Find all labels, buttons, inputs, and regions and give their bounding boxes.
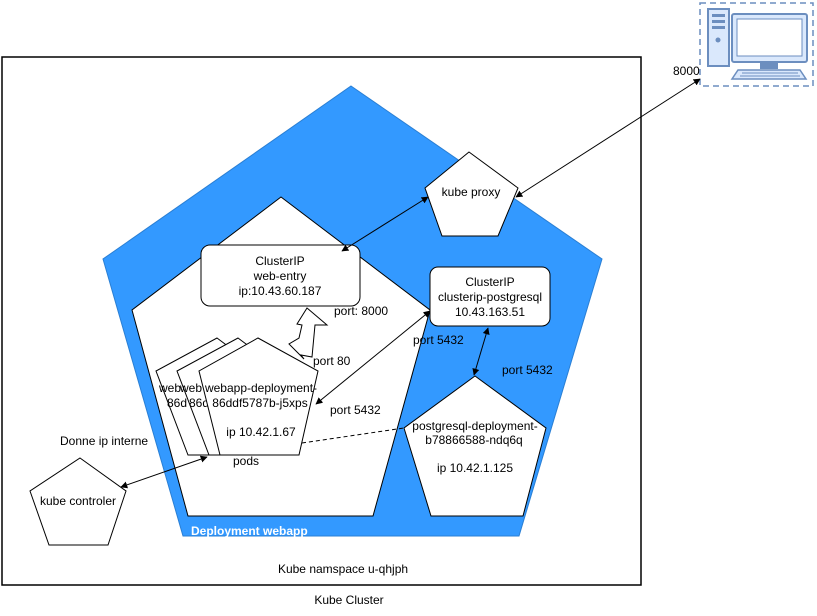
svc-web-line1: ClusterIP (255, 254, 304, 268)
pod-back2-line2: 86d (189, 396, 209, 410)
pod-back1-line2: 86d (167, 396, 187, 410)
deployment-label: Deployment webapp (191, 524, 308, 538)
edge-controller-pods (120, 455, 208, 489)
kube-controller-label: kube controler (40, 494, 116, 508)
port-80-label: port 80 (313, 354, 351, 368)
svc-pg-line2: clusterip-postgresql (438, 290, 542, 304)
kube-controller (29, 457, 127, 546)
pg-pod-line1: postgresql-deployment- (412, 419, 537, 433)
edge-proxy-web-entry (341, 196, 429, 252)
port-5432-label-b: port 5432 (330, 403, 381, 417)
pc-port-label: 8000 (673, 64, 700, 78)
webapp-pod (198, 337, 319, 456)
service-web-entry (200, 244, 361, 307)
edge-pc-proxy (515, 78, 701, 198)
port-5432-label-a: port 5432 (413, 333, 464, 347)
port-5432-label-c: port 5432 (502, 363, 553, 377)
desktop-computer-icon (699, 2, 814, 87)
svc-web-line2: web-entry (253, 269, 307, 283)
svc-pg-line1: ClusterIP (465, 275, 514, 289)
pg-pod-line3: ip 10.42.1.125 (437, 461, 513, 475)
svc-web-line3: ip:10.43.60.187 (239, 284, 322, 298)
pg-pod-line2: b78866588-ndq6q (425, 433, 522, 447)
edge-pod-pg-pod-dashed (301, 427, 405, 444)
kube-proxy (424, 151, 519, 237)
webapp-pod-line1: webapp-deployment- (204, 381, 317, 395)
pod-back1-line1: web (158, 381, 181, 395)
port-8000-label: port: 8000 (334, 304, 388, 318)
postgresql-pod (403, 375, 547, 517)
kube-cluster-label: Kube Cluster (314, 593, 383, 607)
namespace-label: Kube namspace u-qhjph (278, 562, 408, 576)
pod-back2-line1: web (179, 381, 202, 395)
pods-label: pods (233, 454, 259, 468)
svc-pg-line3: 10.43.163.51 (455, 305, 525, 319)
webapp-pod-line2: 86ddf5787b-j5xps (212, 396, 307, 410)
edge-pod-service-pg (315, 310, 431, 405)
service-postgresql (429, 266, 551, 327)
edge-service-pg-pod (472, 327, 490, 376)
webapp-pod-line3: ip 10.42.1.67 (226, 425, 296, 439)
kube-proxy-label: kube proxy (442, 185, 501, 199)
donne-ip-label: Donne ip interne (60, 434, 148, 448)
